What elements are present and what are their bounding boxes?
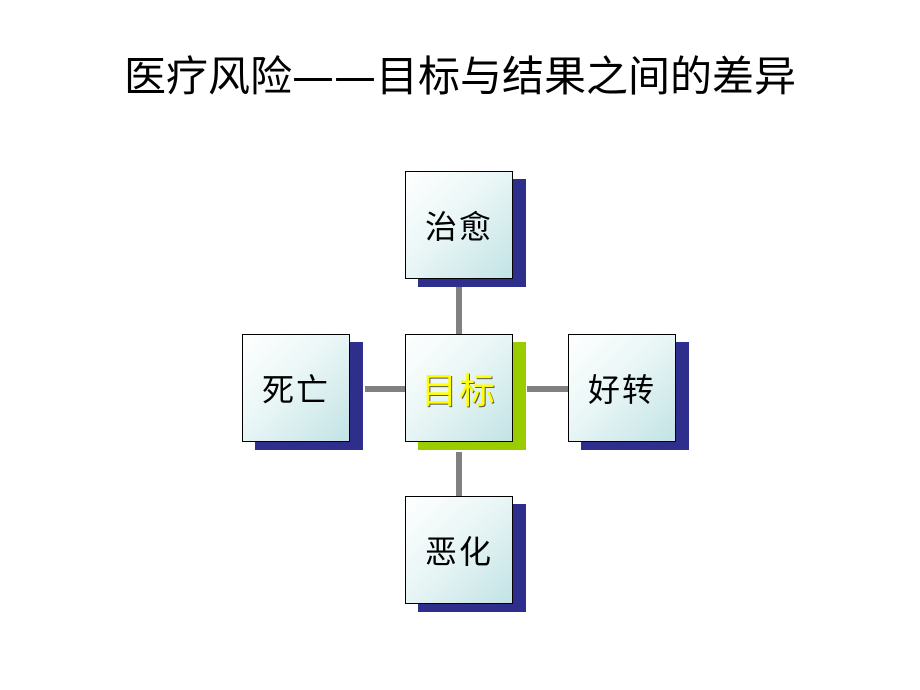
- node-center: 目标: [405, 334, 526, 450]
- node-top-box: 治愈: [405, 171, 513, 279]
- node-center-box: 目标: [405, 334, 513, 442]
- node-bottom-box: 恶化: [405, 496, 513, 604]
- slide-title: 医疗风险——目标与结果之间的差异: [123, 52, 796, 101]
- node-left-label: 死亡: [261, 371, 330, 409]
- connector-bottom: [456, 452, 462, 498]
- node-right-label: 好转: [587, 371, 656, 409]
- node-center-label: 目标: [420, 371, 497, 412]
- node-bottom-label: 恶化: [424, 533, 493, 571]
- connector-left: [365, 386, 405, 392]
- node-top-label: 治愈: [424, 208, 493, 246]
- connector-right: [527, 386, 570, 392]
- connector-top: [456, 286, 462, 334]
- node-bottom: 恶化: [405, 496, 526, 612]
- node-left: 死亡: [242, 334, 363, 450]
- node-right-box: 好转: [568, 334, 676, 442]
- node-top: 治愈: [405, 171, 526, 287]
- node-left-box: 死亡: [242, 334, 350, 442]
- node-right: 好转: [568, 334, 689, 450]
